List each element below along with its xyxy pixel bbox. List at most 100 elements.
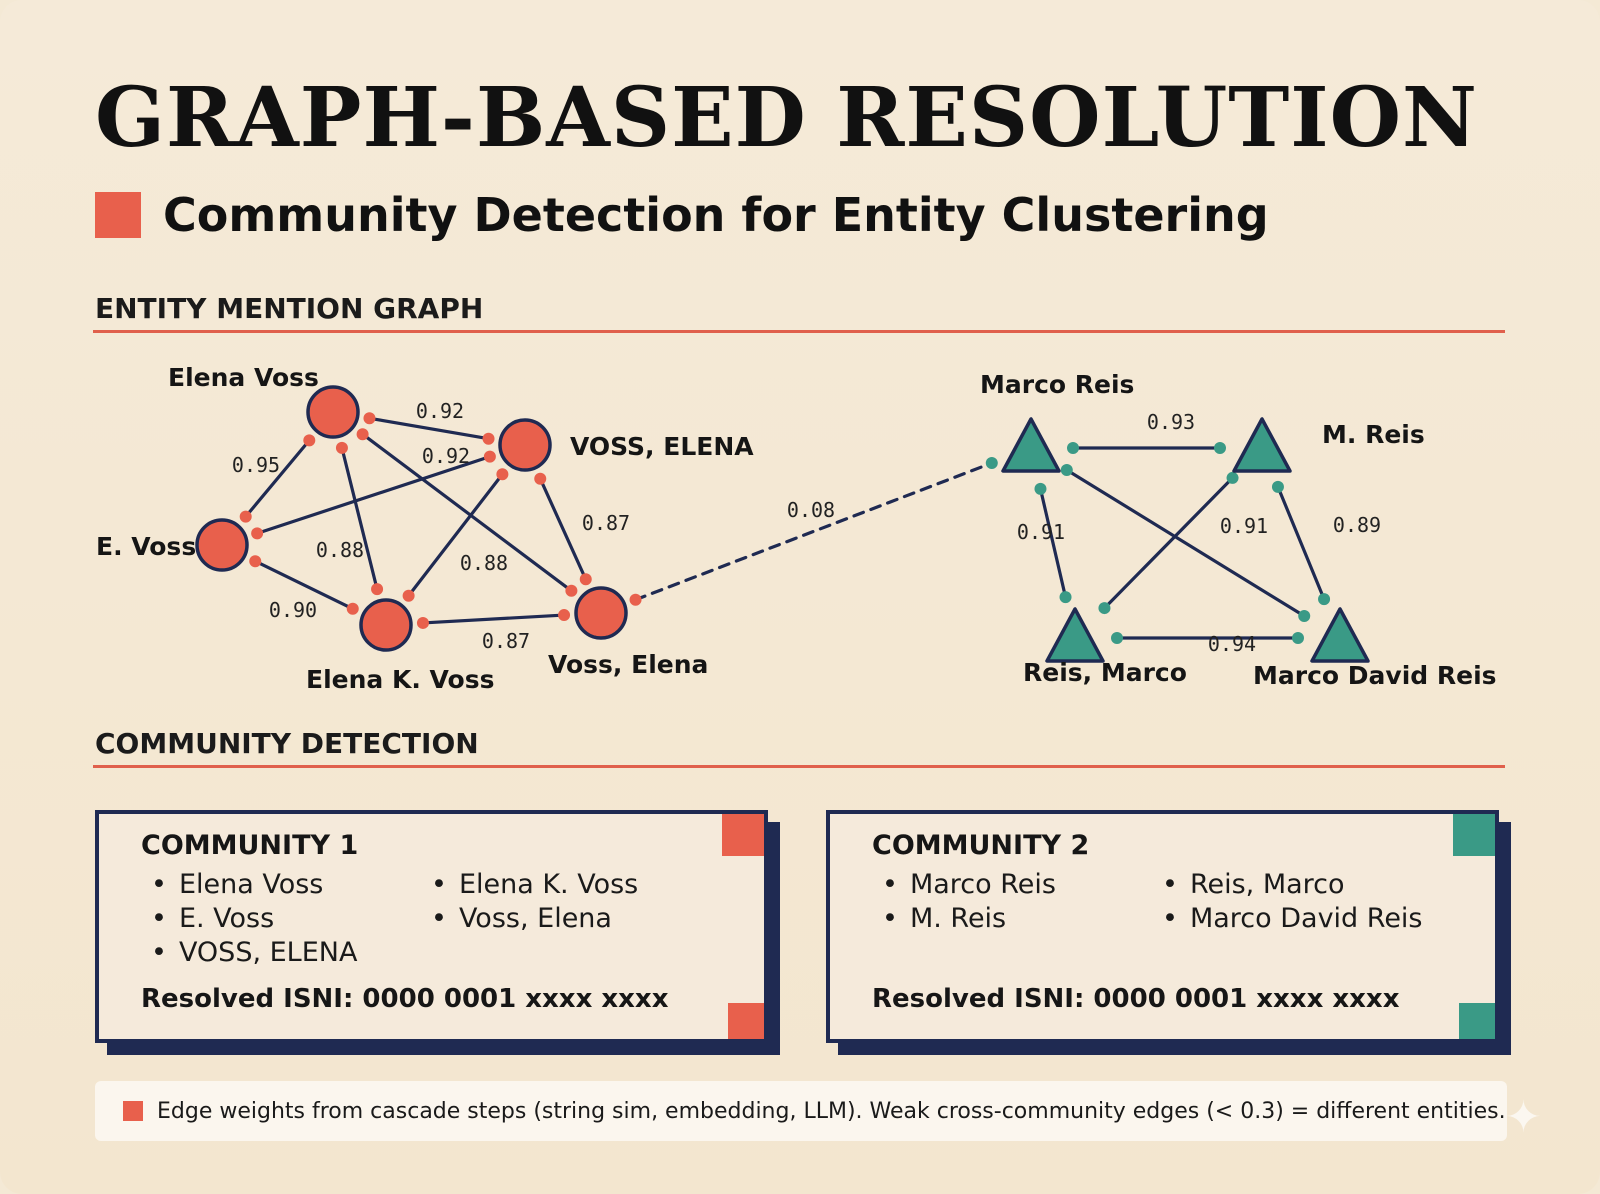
graph-edge [255, 454, 492, 536]
community-title: COMMUNITY 1 [141, 830, 359, 861]
edge-endpoint [1214, 442, 1226, 454]
edge-weight-label: 0.90 [269, 598, 317, 622]
edge-weight-label: 0.88 [460, 551, 508, 575]
edge-endpoint [1271, 480, 1284, 493]
edge-endpoint [534, 472, 547, 485]
list-item: Elena Voss [151, 868, 357, 902]
node-label: Marco Reis [980, 370, 1134, 399]
entity-node-triangle [1001, 417, 1061, 473]
corner-marker [1459, 1003, 1495, 1039]
list-item: E. Voss [151, 902, 357, 936]
graph-edge [253, 559, 355, 611]
edge-endpoint [483, 450, 496, 463]
edge-endpoint [346, 602, 359, 615]
resolved-isni: Resolved ISNI: 0000 0001 xxxx xxxx [141, 984, 669, 1014]
edge-weight-label: 0.91 [1017, 520, 1065, 544]
section-divider [93, 330, 1505, 333]
member-list: Elena Voss E. Voss VOSS, ELENA [151, 868, 358, 970]
edge-endpoint [1111, 632, 1123, 644]
edge-endpoint [1292, 632, 1304, 644]
edge-endpoint [558, 609, 571, 622]
node-label: M. Reis [1322, 420, 1425, 449]
list-item: M. Reis [882, 902, 1056, 936]
node-label: Elena K. Voss [306, 665, 494, 694]
edge-endpoint [371, 583, 384, 596]
graph-edge [1102, 476, 1235, 610]
entity-mention-graph: 0.920.920.950.880.880.870.900.870.080.93… [96, 363, 1497, 694]
section-heading-graph: ENTITY MENTION GRAPH [95, 292, 484, 325]
edge-weight-label: 0.93 [1147, 410, 1195, 434]
edge-endpoint [1060, 463, 1073, 476]
edge-weight-label: 0.94 [1208, 632, 1256, 656]
accent-square-icon [123, 1101, 143, 1121]
graph-edge [538, 477, 588, 581]
list-item: Reis, Marco [1162, 868, 1423, 902]
edge-endpoint [1034, 482, 1047, 495]
edge-weight-label: 0.08 [787, 498, 835, 522]
sparkle-icon: ✦ [1505, 1092, 1542, 1143]
edge-endpoint [251, 527, 264, 540]
edge-endpoint [1298, 610, 1311, 623]
page-title: GRAPH-BASED RESOLUTION [95, 70, 1479, 166]
edge-endpoint [335, 441, 348, 454]
list-item: Marco David Reis [1162, 902, 1423, 936]
member-list: Marco Reis M. Reis [882, 868, 1056, 936]
edge-weight-label: 0.87 [582, 511, 630, 535]
edge-endpoint [496, 468, 509, 481]
edge-endpoint [629, 593, 642, 606]
subtitle-row: Community Detection for Entity Clusterin… [95, 188, 1269, 242]
graph-edge [633, 461, 994, 602]
edge-weight-label: 0.89 [1333, 513, 1381, 537]
corner-marker [728, 1003, 764, 1039]
entity-node-triangle [1232, 417, 1292, 473]
graph-edge [244, 438, 311, 519]
community-card-1: COMMUNITY 1 Elena Voss E. Voss VOSS, ELE… [95, 810, 768, 1043]
section-heading-community: COMMUNITY DETECTION [95, 727, 479, 760]
edge-endpoint [356, 428, 369, 441]
corner-marker [1453, 814, 1495, 856]
entity-node-circle [574, 586, 628, 640]
edge-endpoint [239, 510, 252, 523]
node-label: Voss, Elena [548, 650, 708, 679]
graph-edge [421, 613, 566, 625]
edge-endpoint [249, 555, 262, 568]
resolved-isni: Resolved ISNI: 0000 0001 xxxx xxxx [872, 984, 1400, 1014]
edge-endpoint [363, 412, 376, 425]
entity-node-triangle [1045, 607, 1105, 663]
edge-endpoint [1059, 591, 1072, 604]
section-divider [93, 765, 1505, 768]
graph-edge [340, 446, 379, 591]
footnote-text: Edge weights from cascade steps (string … [157, 1098, 1506, 1124]
edge-weight-label: 0.88 [316, 538, 364, 562]
entity-node-circle [359, 598, 413, 652]
edge-endpoint [985, 457, 998, 470]
node-label: Elena Voss [168, 363, 319, 392]
node-label: Marco David Reis [1253, 661, 1497, 690]
list-item: Voss, Elena [431, 902, 638, 936]
accent-square-icon [95, 192, 141, 238]
edge-endpoint [1318, 593, 1331, 606]
member-list: Elena K. Voss Voss, Elena [431, 868, 638, 936]
edge-endpoint [402, 589, 415, 602]
community-title: COMMUNITY 2 [872, 830, 1090, 861]
graph-edge [367, 416, 491, 441]
member-list: Reis, Marco Marco David Reis [1162, 868, 1423, 936]
edge-endpoint [1098, 602, 1111, 615]
edge-endpoint [416, 616, 429, 629]
graph-edge [1065, 468, 1306, 618]
graph-edge [361, 432, 574, 593]
list-item: VOSS, ELENA [151, 936, 358, 970]
edge-weight-label: 0.91 [1220, 514, 1268, 538]
list-item: Elena K. Voss [431, 868, 638, 902]
node-label: VOSS, ELENA [570, 432, 754, 461]
edge-weight-label: 0.92 [416, 399, 464, 423]
graph-edge [1038, 487, 1068, 599]
edge-endpoint [482, 432, 495, 445]
entity-node-circle [306, 385, 360, 439]
page-subtitle: Community Detection for Entity Clusterin… [163, 188, 1269, 242]
graph-edge [1276, 485, 1326, 601]
edge-endpoint [303, 434, 316, 447]
edge-endpoint [579, 573, 592, 586]
edge-weight-label: 0.87 [482, 629, 530, 653]
edge-weight-label: 0.92 [422, 444, 470, 468]
